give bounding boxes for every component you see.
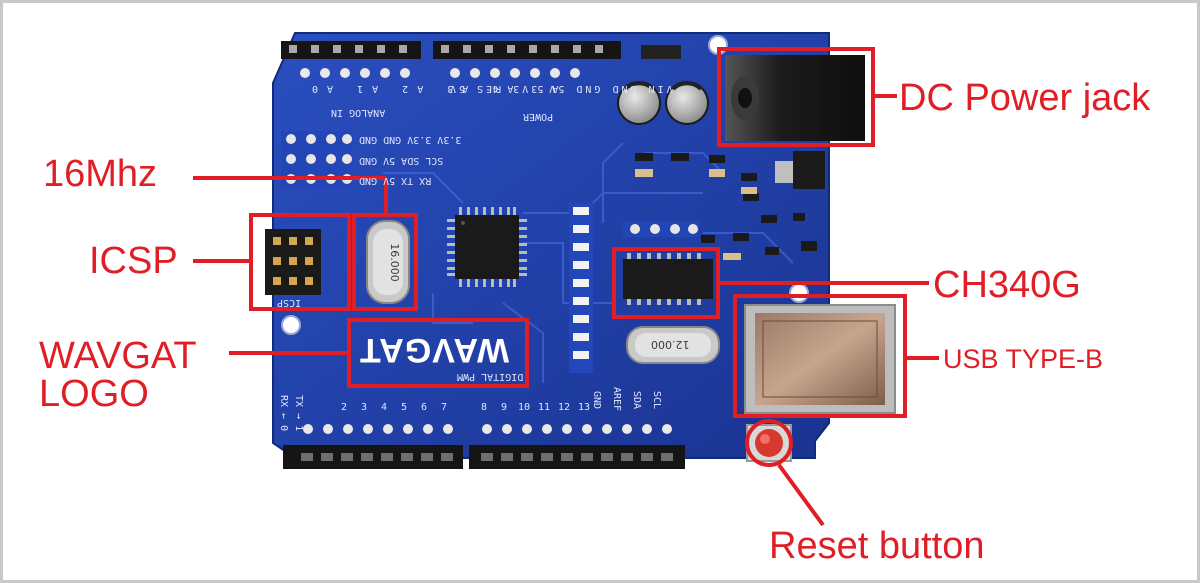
digital-pin-aref: AREF	[611, 387, 622, 412]
digital-pin-sda: SDA	[631, 391, 642, 410]
spi-row1-label: 3.3V 3.3V GND GND	[359, 134, 462, 145]
digital-pin-3: 3	[361, 402, 368, 413]
digital-pin-6: 6	[421, 402, 428, 413]
capacitor	[617, 81, 661, 125]
spi-row3-label: RX TX 5V GND	[359, 175, 432, 186]
digital-pin-11: 11	[538, 402, 551, 413]
usb-type-b-component	[744, 304, 896, 414]
wavgat-logo-label-line1: WAVGAT	[39, 335, 197, 377]
reset-button-component	[746, 424, 792, 462]
digital-pin-12: 12	[558, 402, 571, 413]
smd-components	[635, 153, 817, 255]
digital-pin-8: 8	[481, 402, 488, 413]
digital-pin-4: 4	[381, 402, 388, 413]
regulator-small	[641, 45, 681, 59]
capacitor	[665, 81, 709, 125]
digital-pwm-label: DIGITAL PWM	[457, 371, 524, 382]
dc-power-jack-label: DC Power jack	[899, 77, 1151, 119]
crystal-main-marking: 16.000	[387, 243, 401, 282]
icsp-silk-label: ICSP	[277, 297, 302, 308]
power-header-pins	[441, 45, 603, 53]
power-label: POWER	[523, 111, 554, 122]
digital-pin-gnd: GND	[591, 391, 602, 410]
digital-pin-9: 9	[501, 402, 508, 413]
board-diagram	[193, 32, 939, 527]
analog-in-label: ANALOG IN	[331, 107, 386, 118]
crystal-12mhz-component	[626, 326, 720, 364]
aux-header-pads	[281, 131, 352, 189]
reset-highlight	[745, 419, 793, 467]
crystal-usb-marking: 12.000	[651, 338, 690, 351]
voltage-regulator	[793, 151, 825, 189]
analog-pads	[300, 68, 410, 78]
ch340g-label: CH340G	[933, 264, 1081, 306]
power-pads	[450, 68, 580, 78]
digital-pin-rx: RX ← 0	[278, 395, 289, 432]
digital-pin-scl: SCL	[651, 391, 662, 410]
digital-pin-13: 13	[578, 402, 591, 413]
reset-button-label: Reset button	[769, 525, 985, 567]
spi-row2-label: SCL SDA 5V GND	[359, 155, 444, 166]
regulator-tab	[775, 161, 793, 183]
digital-pin-2: 2	[341, 402, 348, 413]
mhz-label: 16Mhz	[43, 153, 158, 195]
icsp-label: ICSP	[89, 240, 178, 282]
digital-pads	[303, 424, 672, 434]
icsp-header-component	[265, 229, 321, 295]
digital-header-sockets	[301, 453, 673, 461]
mounting-hole	[789, 283, 809, 303]
power-header	[433, 41, 621, 59]
microcontroller-chip	[447, 207, 527, 287]
analog-header-pins	[289, 45, 407, 53]
digital-pin-tx: TX → 1	[293, 395, 304, 432]
reset-leader	[777, 463, 825, 527]
serial-pads	[623, 221, 699, 237]
mounting-hole	[281, 315, 301, 335]
board-logo: WAVGAT	[359, 331, 510, 369]
digital-pin-7: 7	[441, 402, 448, 413]
digital-pin-10: 10	[518, 402, 531, 413]
usb-type-b-label: USB TYPE-B	[943, 344, 1104, 374]
wavgat-logo-label-line2: LOGO	[39, 373, 149, 415]
led-resistor-column	[569, 203, 593, 373]
digital-pin-5: 5	[401, 402, 408, 413]
smd-pads	[635, 169, 757, 260]
dc-power-jack-component	[725, 55, 865, 141]
crystal-16mhz-component	[366, 220, 410, 304]
ch340g-chip	[623, 253, 713, 305]
power-pin-labels: VIN GND GND 5V 3V3 RES 5V	[447, 83, 673, 94]
